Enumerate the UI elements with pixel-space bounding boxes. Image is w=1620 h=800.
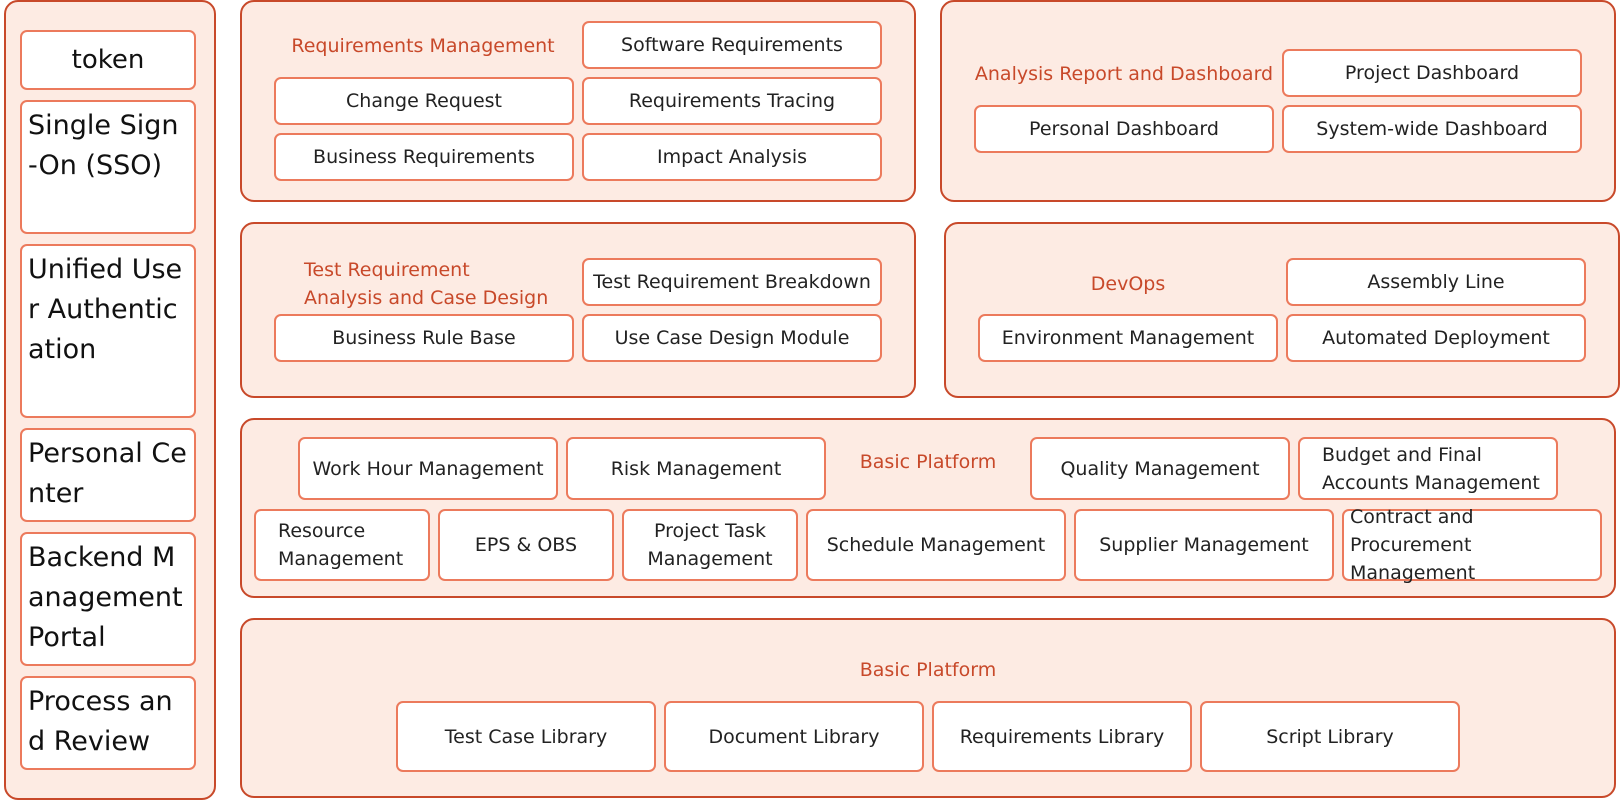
module-eps-obs[interactable]: EPS & OBS bbox=[438, 509, 614, 581]
module-business-requirements[interactable]: Business Requirements bbox=[274, 133, 574, 181]
module-personal-dashboard[interactable]: Personal Dashboard bbox=[974, 105, 1274, 153]
basic-platform-project-title: Basic Platform bbox=[859, 451, 997, 473]
module-quality-management[interactable]: Quality Management bbox=[1030, 437, 1290, 500]
module-change-request[interactable]: Change Request bbox=[274, 77, 574, 125]
test-requirement-title-line1: Test Requirement bbox=[304, 259, 470, 281]
sidebar-item-token[interactable]: token bbox=[20, 30, 196, 90]
module-contract-procurement[interactable]: Contract and Procurement Management bbox=[1342, 506, 1602, 584]
test-requirement-title-line2: Analysis and Case Design bbox=[304, 287, 549, 309]
module-business-rule-base[interactable]: Business Rule Base bbox=[274, 314, 574, 362]
analysis-report-title: Analysis Report and Dashboard bbox=[974, 63, 1274, 85]
module-assembly-line[interactable]: Assembly Line bbox=[1286, 258, 1586, 306]
module-system-wide-dashboard[interactable]: System-wide Dashboard bbox=[1282, 105, 1582, 153]
module-work-hour-management[interactable]: Work Hour Management bbox=[298, 437, 558, 500]
module-impact-analysis[interactable]: Impact Analysis bbox=[582, 133, 882, 181]
sidebar-item-sso[interactable]: Single Sign-On (SSO) bbox=[20, 100, 196, 234]
module-environment-management[interactable]: Environment Management bbox=[978, 314, 1278, 362]
module-test-requirement-breakdown[interactable]: Test Requirement Breakdown bbox=[582, 258, 882, 306]
sidebar-item-unified-auth[interactable]: Unified User Authentication bbox=[20, 244, 196, 418]
test-requirement-panel bbox=[240, 222, 916, 398]
sidebar-item-personal-center[interactable]: Personal Center bbox=[20, 428, 196, 522]
module-automated-deployment[interactable]: Automated Deployment bbox=[1286, 314, 1586, 362]
module-resource-management[interactable]: Resource Management bbox=[254, 509, 430, 581]
devops-panel bbox=[944, 222, 1620, 398]
module-project-dashboard[interactable]: Project Dashboard bbox=[1282, 49, 1582, 97]
module-test-case-library[interactable]: Test Case Library bbox=[396, 701, 656, 772]
module-script-library[interactable]: Script Library bbox=[1200, 701, 1460, 772]
module-software-requirements[interactable]: Software Requirements bbox=[582, 21, 882, 69]
analysis-report-panel bbox=[940, 0, 1616, 202]
module-schedule-management[interactable]: Schedule Management bbox=[806, 509, 1066, 581]
devops-title: DevOps bbox=[1090, 273, 1166, 295]
basic-platform-library-title: Basic Platform bbox=[859, 659, 997, 681]
sidebar-item-process-review[interactable]: Process and Review bbox=[20, 676, 196, 770]
module-requirements-library[interactable]: Requirements Library bbox=[932, 701, 1192, 772]
module-requirements-tracing[interactable]: Requirements Tracing bbox=[582, 77, 882, 125]
requirements-management-title: Requirements Management bbox=[291, 35, 555, 57]
sidebar-item-backend-portal[interactable]: Backend Management Portal bbox=[20, 532, 196, 666]
module-project-task-management[interactable]: Project Task Management bbox=[622, 509, 798, 581]
module-budget-final-accounts[interactable]: Budget and Final Accounts Management bbox=[1298, 437, 1558, 500]
module-document-library[interactable]: Document Library bbox=[664, 701, 924, 772]
module-risk-management[interactable]: Risk Management bbox=[566, 437, 826, 500]
module-use-case-design[interactable]: Use Case Design Module bbox=[582, 314, 882, 362]
module-supplier-management[interactable]: Supplier Management bbox=[1074, 509, 1334, 581]
